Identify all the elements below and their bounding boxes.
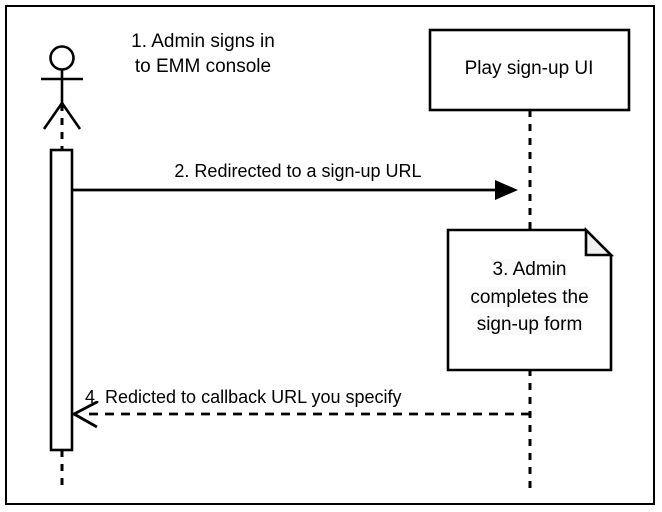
message-2-label: 2. Redirected to a sign-up URL: [174, 161, 422, 181]
note-text-line2: completes the: [470, 286, 589, 308]
diagram-frame-border: [5, 5, 655, 505]
message-4-label: 4. Redicted to callback URL you specify: [85, 387, 402, 407]
stick-figure-actor-icon: [41, 45, 83, 130]
actor-activation-bar: [49, 148, 74, 452]
actor-caption: 1. Admin signs in to EMM console: [88, 29, 318, 79]
note-text-line3: sign-up form: [476, 314, 583, 336]
message-4-arrow: [71, 400, 530, 429]
message-2-arrow: [72, 180, 518, 200]
note-text: 3. Admin completes the sign-up form: [451, 256, 608, 339]
actor-caption-line2: to EMM console: [134, 56, 272, 78]
play-signup-ui-box[interactable]: [428, 28, 631, 112]
note-text-line1: 3. Admin: [492, 259, 567, 280]
actor-caption-line1: 1. Admin signs in: [131, 31, 275, 52]
participant-label: Play sign-up UI: [464, 58, 594, 79]
